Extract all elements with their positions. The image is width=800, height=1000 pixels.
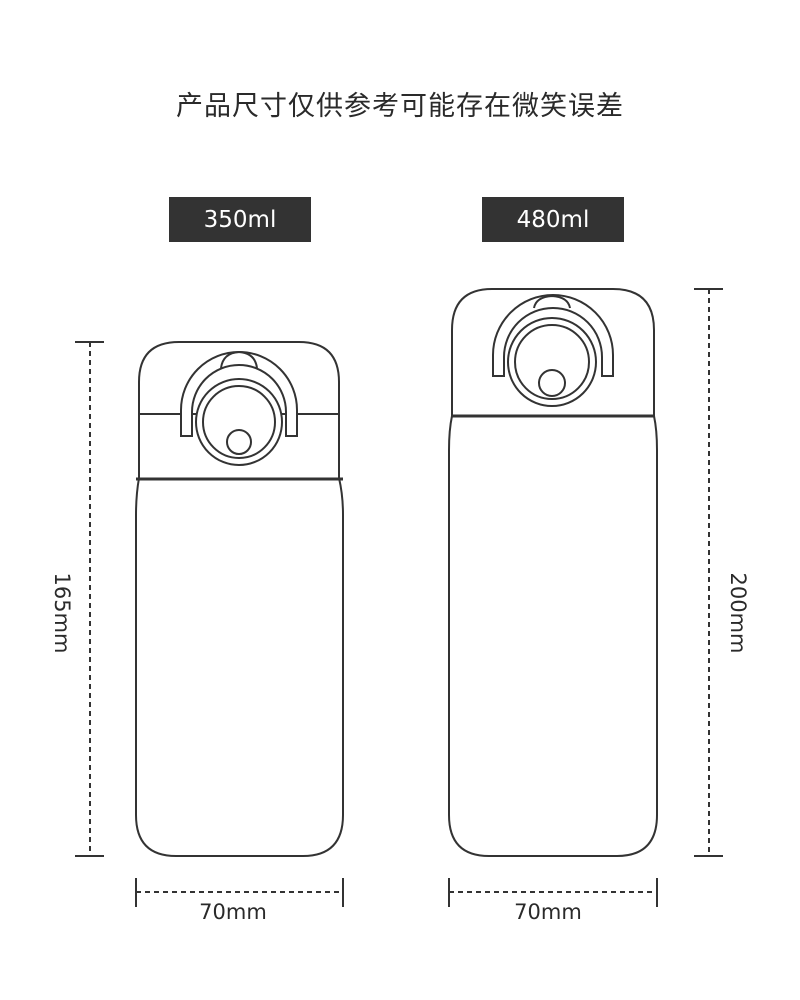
bottle-350: [135, 341, 344, 857]
bottle-480-lid: [451, 288, 655, 417]
bottle-480-body: [448, 415, 658, 857]
capacity-label-350: 350ml: [169, 197, 311, 242]
bottle-480-button-outer: [507, 317, 597, 407]
height-label-165: 165mm: [50, 572, 74, 654]
width-label-right: 70mm: [514, 900, 582, 924]
bottle-350-button-inner: [202, 385, 276, 459]
capacity-label-480: 480ml: [482, 197, 624, 242]
height-dimension-200: [694, 288, 723, 857]
height-dimension-165: [75, 341, 104, 857]
bottle-350-lid: [138, 341, 340, 415]
width-label-left: 70mm: [199, 900, 267, 924]
bottle-480-handle: [492, 294, 614, 377]
bottle-350-spout: [226, 429, 252, 455]
bottle-480: [448, 288, 658, 857]
bottle-350-body: [135, 414, 344, 857]
bottle-350-knob: [220, 350, 258, 369]
bottle-480-spout: [538, 369, 566, 397]
bottle-350-button-outer: [195, 378, 283, 466]
width-dimension-left: [135, 878, 344, 907]
bottle-480-knob: [533, 294, 571, 309]
bottle-350-handle: [180, 351, 298, 437]
bottle-480-button-inner: [514, 324, 590, 400]
width-dimension-right: [448, 878, 658, 907]
page-title: 产品尺寸仅供参考可能存在微笑误差: [176, 91, 624, 122]
height-label-200: 200mm: [726, 572, 750, 654]
